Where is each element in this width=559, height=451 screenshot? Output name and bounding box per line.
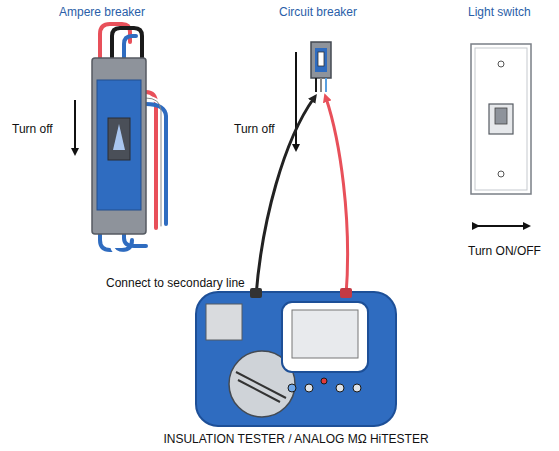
instruction-label: Turn off [10,122,55,136]
terminal [325,78,327,92]
button [288,384,296,392]
button [305,384,313,392]
meter-screen [292,310,358,358]
button [353,384,361,392]
breaker-handle-slot [108,118,130,160]
switch-toggle [495,108,507,124]
instruction-label: Connect to secondary line [104,276,247,290]
breaker-handle [113,124,125,150]
screw [498,171,504,177]
red-wire [146,92,156,228]
instruction-label: Turn ON/OFF [466,244,543,258]
dial-knob [236,372,286,402]
switch-plate [471,44,531,194]
screw [498,61,504,67]
tester-body [196,292,396,426]
part-name: Ampere breaker [57,5,147,19]
red-terminal [340,288,352,298]
figure-caption: INSULATION TESTER / ANALOG MΩ HiTESTER [161,432,430,446]
breaker-body [92,58,146,234]
white-wire-edge [146,98,161,226]
part-name: Circuit breaker [277,5,359,19]
breaker-panel [97,80,141,210]
switch-opening [489,104,513,134]
indicator-lamp [321,378,327,384]
red-test-lead [326,98,348,296]
circuit-breaker-handle [318,52,324,66]
part-name: Light switch [466,5,533,19]
instruction-label: Turn off [232,122,277,136]
circuit-breaker-body [311,42,331,78]
black-wire [112,28,142,62]
black-terminal [250,288,262,298]
on-off-arrow [476,225,527,227]
button [336,384,344,392]
white-wire [146,98,161,226]
breaker-terminals [316,78,326,92]
meter-frame [282,302,368,372]
tester-indicator [206,304,242,340]
white-wire [112,232,146,254]
blue-wire [146,104,166,224]
switch-plate-bevel [475,48,527,190]
turn-off-arrow [74,100,76,152]
terminal [320,78,322,92]
terminal [315,78,317,92]
circuit-breaker-panel [315,48,327,72]
